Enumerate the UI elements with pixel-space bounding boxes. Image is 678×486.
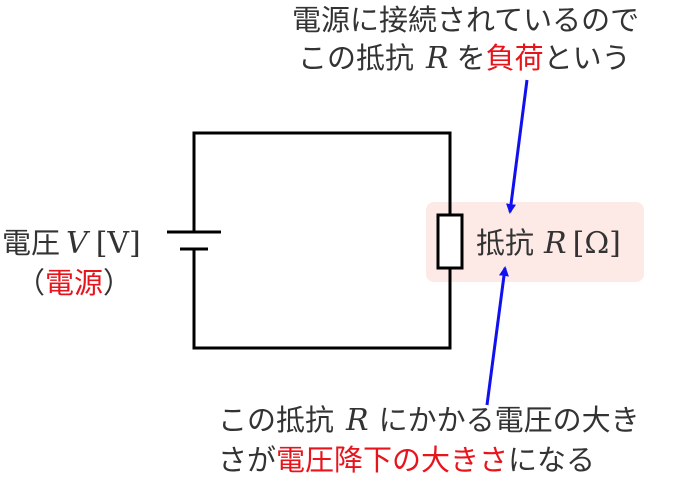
resistor-symbol	[436, 213, 464, 270]
source-power-label: （電源）	[16, 266, 132, 300]
bottom-note-line2: さが電圧降下の大きさになる	[218, 443, 595, 477]
circuit-wires	[192, 131, 452, 350]
arrow-to-resistor-top	[506, 79, 529, 214]
arrow-to-resistor-bottom	[485, 266, 509, 406]
top-note-line1: 電源に接続されているので	[292, 3, 639, 37]
battery-symbol	[167, 230, 221, 251]
resistor-highlight-box	[426, 202, 644, 282]
